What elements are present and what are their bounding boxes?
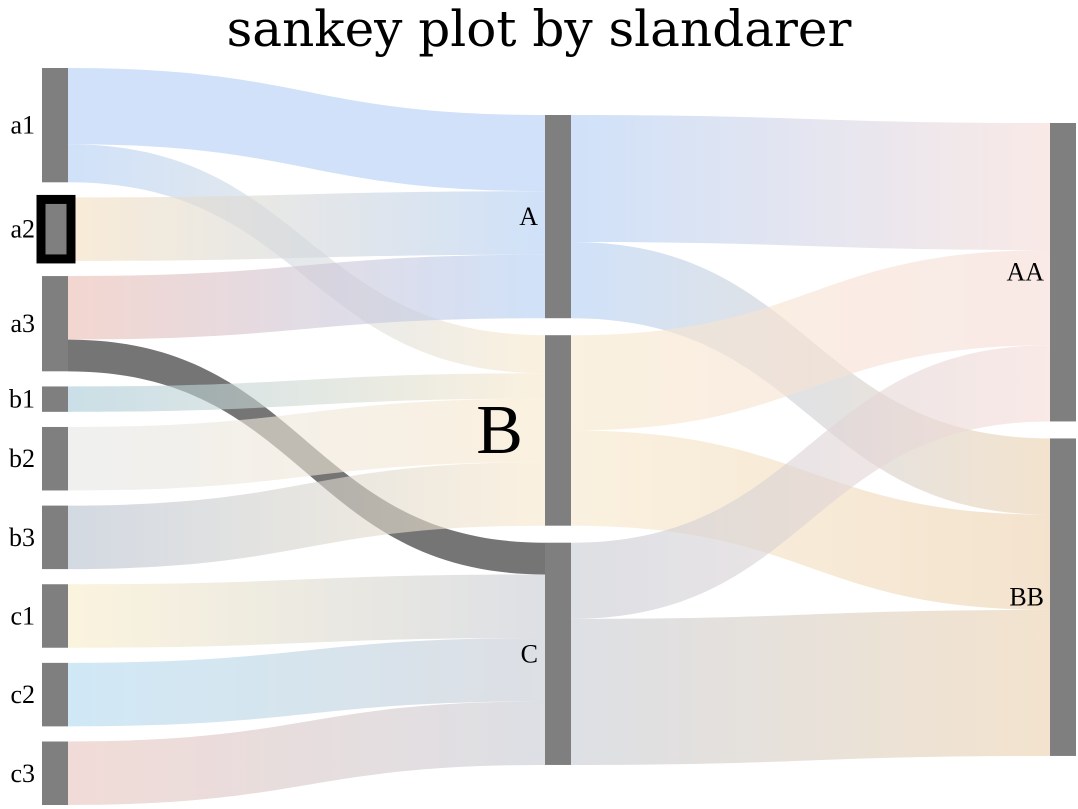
- node-label-BB: BB: [1009, 583, 1044, 612]
- link-b1-B: [68, 373, 545, 412]
- node-label-b2: b2: [9, 444, 35, 473]
- node-label-c3: c3: [10, 759, 35, 788]
- node-AA: [1050, 123, 1076, 422]
- node-label-a1: a1: [10, 111, 35, 140]
- link-a3-A: [68, 254, 545, 340]
- link-b2-B: [68, 398, 545, 491]
- link-C-BB: [571, 609, 1050, 765]
- node-A: [545, 115, 571, 319]
- node-label-B: B: [476, 392, 523, 469]
- node-c1: [42, 584, 68, 648]
- node-label-A: A: [519, 202, 538, 231]
- node-b1: [42, 386, 68, 412]
- link-A-AA: [571, 115, 1050, 250]
- node-a2-highlight-outline: [36, 194, 76, 264]
- nodes: a1 a2 a3 b1 b2 b3 c1 c2 c3 A B C AA BB: [9, 68, 1076, 805]
- node-C: [545, 542, 571, 765]
- link-a1-A: [68, 68, 545, 192]
- node-a1: [42, 68, 68, 183]
- node-label-b1: b1: [9, 385, 35, 414]
- link-c3-C: [68, 701, 545, 805]
- node-BB: [1050, 438, 1076, 756]
- node-b2: [42, 426, 68, 491]
- node-label-a2: a2: [10, 215, 35, 244]
- link-C-AA: [571, 345, 1050, 619]
- link-a2-A: [68, 191, 545, 261]
- link-c1-C: [68, 574, 545, 648]
- node-c2: [42, 662, 68, 727]
- node-label-b3: b3: [9, 523, 35, 552]
- link-b3-B: [68, 462, 545, 570]
- link-B-BB: [571, 430, 1050, 610]
- node-a3: [42, 276, 68, 372]
- chart-title: sankey plot by slandarer: [226, 0, 852, 58]
- node-c3: [42, 741, 68, 805]
- node-label-a3: a3: [10, 309, 35, 338]
- node-label-C: C: [521, 639, 538, 668]
- links: [68, 68, 1050, 805]
- node-label-c2: c2: [10, 680, 35, 709]
- link-c2-C: [68, 637, 545, 727]
- node-label-c1: c1: [10, 601, 35, 630]
- link-B-AA: [571, 250, 1050, 431]
- node-label-AA: AA: [1006, 258, 1044, 287]
- node-b3: [42, 505, 68, 570]
- node-B: [545, 335, 571, 526]
